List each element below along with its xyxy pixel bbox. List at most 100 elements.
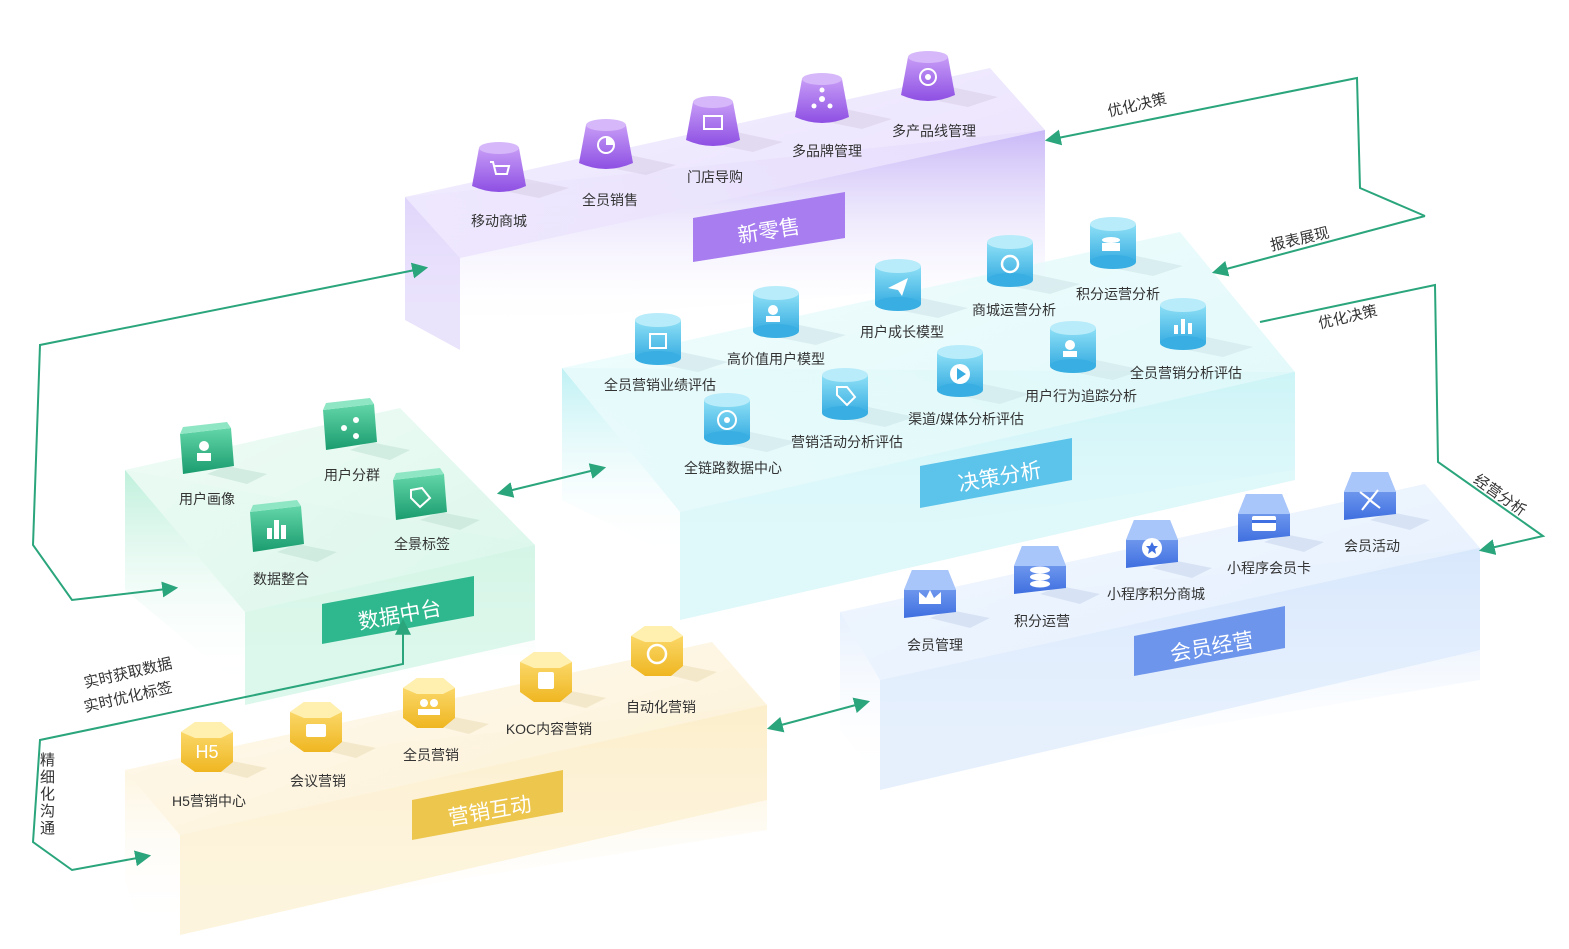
data-item-label: 全景标签 [394,536,450,552]
icon-top [875,259,921,273]
icon-bottom [1160,336,1206,350]
icon-top [586,119,626,131]
member-item[interactable]: 积分运营 [1014,546,1100,629]
coin [1030,573,1050,581]
marketing-item-label: 自动化营销 [626,699,696,715]
marketing-item[interactable]: 自动化营销 [626,626,717,715]
gem-top [1238,494,1290,514]
decision-item[interactable]: 全员营销分析评估 [1130,298,1253,381]
icon-top [693,96,733,108]
arrow-report-to-decision [1211,215,1426,277]
cart-glyph [490,161,511,175]
decision-item-label: 全员营销分析评估 [1130,365,1242,381]
decision-item[interactable]: 渠道/媒体分析评估 [908,345,1030,427]
icon-top [987,235,1033,249]
retail-item-label: 全员销售 [582,192,638,208]
tag-icon [393,474,447,520]
icon-top [802,73,842,85]
retail-item-multi-product-line[interactable]: 多产品线管理 [892,51,998,139]
play-glyph [957,368,966,380]
hex-top [631,626,683,642]
decision-item[interactable]: 全链路数据中心 [684,393,797,476]
member-block-top [840,484,1480,680]
icon-top [753,286,799,300]
member-item-label: 小程序会员卡 [1227,560,1311,576]
decision-item-label: 营销活动分析评估 [791,434,903,450]
decision-item[interactable]: 商城运营分析 [972,235,1080,318]
retail-item-all-staff-sales[interactable]: 全员销售 [579,119,676,208]
user-body [197,453,211,461]
decision-item[interactable]: 全员营销业绩评估 [604,313,728,393]
marketing-item-label: H5营销中心 [172,793,246,809]
target-glyph [717,410,737,430]
icon-bottom [635,351,681,365]
icon-bottom [704,431,750,445]
retail-block-top [405,68,1045,258]
arrow-realtime-loop [31,618,411,872]
decision-item[interactable]: 高价值用户模型 [727,286,846,367]
decision-item[interactable]: 用户成长模型 [860,259,968,340]
marketing-item[interactable]: 全员营销 [403,678,489,763]
flow-label-operate: 经营分析 [1470,471,1529,519]
icon-top [1090,217,1136,231]
star-glyph [1146,542,1158,554]
arrow-data-decision [496,463,607,498]
icon-top [1050,321,1096,335]
bar [1174,325,1178,334]
retail-item-store-guide[interactable]: 门店导购 [686,96,783,185]
decision-item-label: 渠道/媒体分析评估 [908,411,1024,427]
icon-top [937,345,983,359]
pinwheel-glyph [1359,489,1381,511]
decision-item[interactable]: 积分运营分析 [1076,217,1183,302]
member-item[interactable]: 小程序积分商城 [1107,520,1212,602]
gem-top [1344,472,1396,492]
icon-bottom [987,273,1033,287]
db-glyph [1102,237,1120,243]
marketing-item[interactable]: KOC内容营销 [506,652,606,737]
share-node [353,433,359,439]
network-node [819,87,825,93]
gear-glyph [919,68,937,86]
store-glyph [703,115,723,130]
flow-arrows [31,76,1546,872]
db-glyph-body [1102,243,1120,251]
marketing-item-label: 会议营销 [290,773,346,789]
gem-top [1126,520,1178,540]
member-item[interactable]: 小程序会员卡 [1227,494,1324,576]
icon-top [479,142,519,154]
member-item[interactable]: 会员管理 [904,570,990,653]
message-glyph [306,724,326,737]
retail-item-mobile-mall[interactable]: 移动商城 [471,142,569,229]
bar [1181,319,1185,334]
member-item-label: 会员管理 [907,637,963,653]
icon-top [908,51,948,63]
marketing-item-label: 全员营销 [403,747,459,763]
arrow-operate-to-member [1259,283,1546,555]
member-platform: 会员经营 [840,484,1480,790]
member-banner [1134,606,1285,676]
member-item-label: 会员活动 [1344,538,1400,554]
decision-item[interactable]: 营销活动分析评估 [791,368,915,450]
marketing-item-label: KOC内容营销 [506,721,592,737]
crown-glyph [919,590,941,604]
bar [1188,323,1192,334]
gem-top [1014,546,1066,566]
refresh-glyph [1000,254,1020,274]
clipboard-glyph [538,672,554,689]
user-head [768,305,778,315]
tag-glyph [836,386,857,407]
retail-banner [693,192,845,262]
h5-glyph: H5 [195,742,218,762]
icon-top [635,313,681,327]
member-item[interactable]: 会员活动 [1344,472,1430,554]
user-head [1065,340,1075,350]
decision-item-label: 积分运营分析 [1076,286,1160,302]
retail-item-multi-brand[interactable]: 多品牌管理 [792,73,892,159]
network-node [827,103,833,109]
decision-item[interactable]: 用户行为追踪分析 [1025,321,1143,404]
retail-items: 移动商城 全员销售 门店导购 多品牌管理 [471,51,998,229]
decision-banner [920,438,1072,508]
arrow-marketing-member [766,697,871,733]
decision-item-label: 全员营销业绩评估 [604,377,716,393]
